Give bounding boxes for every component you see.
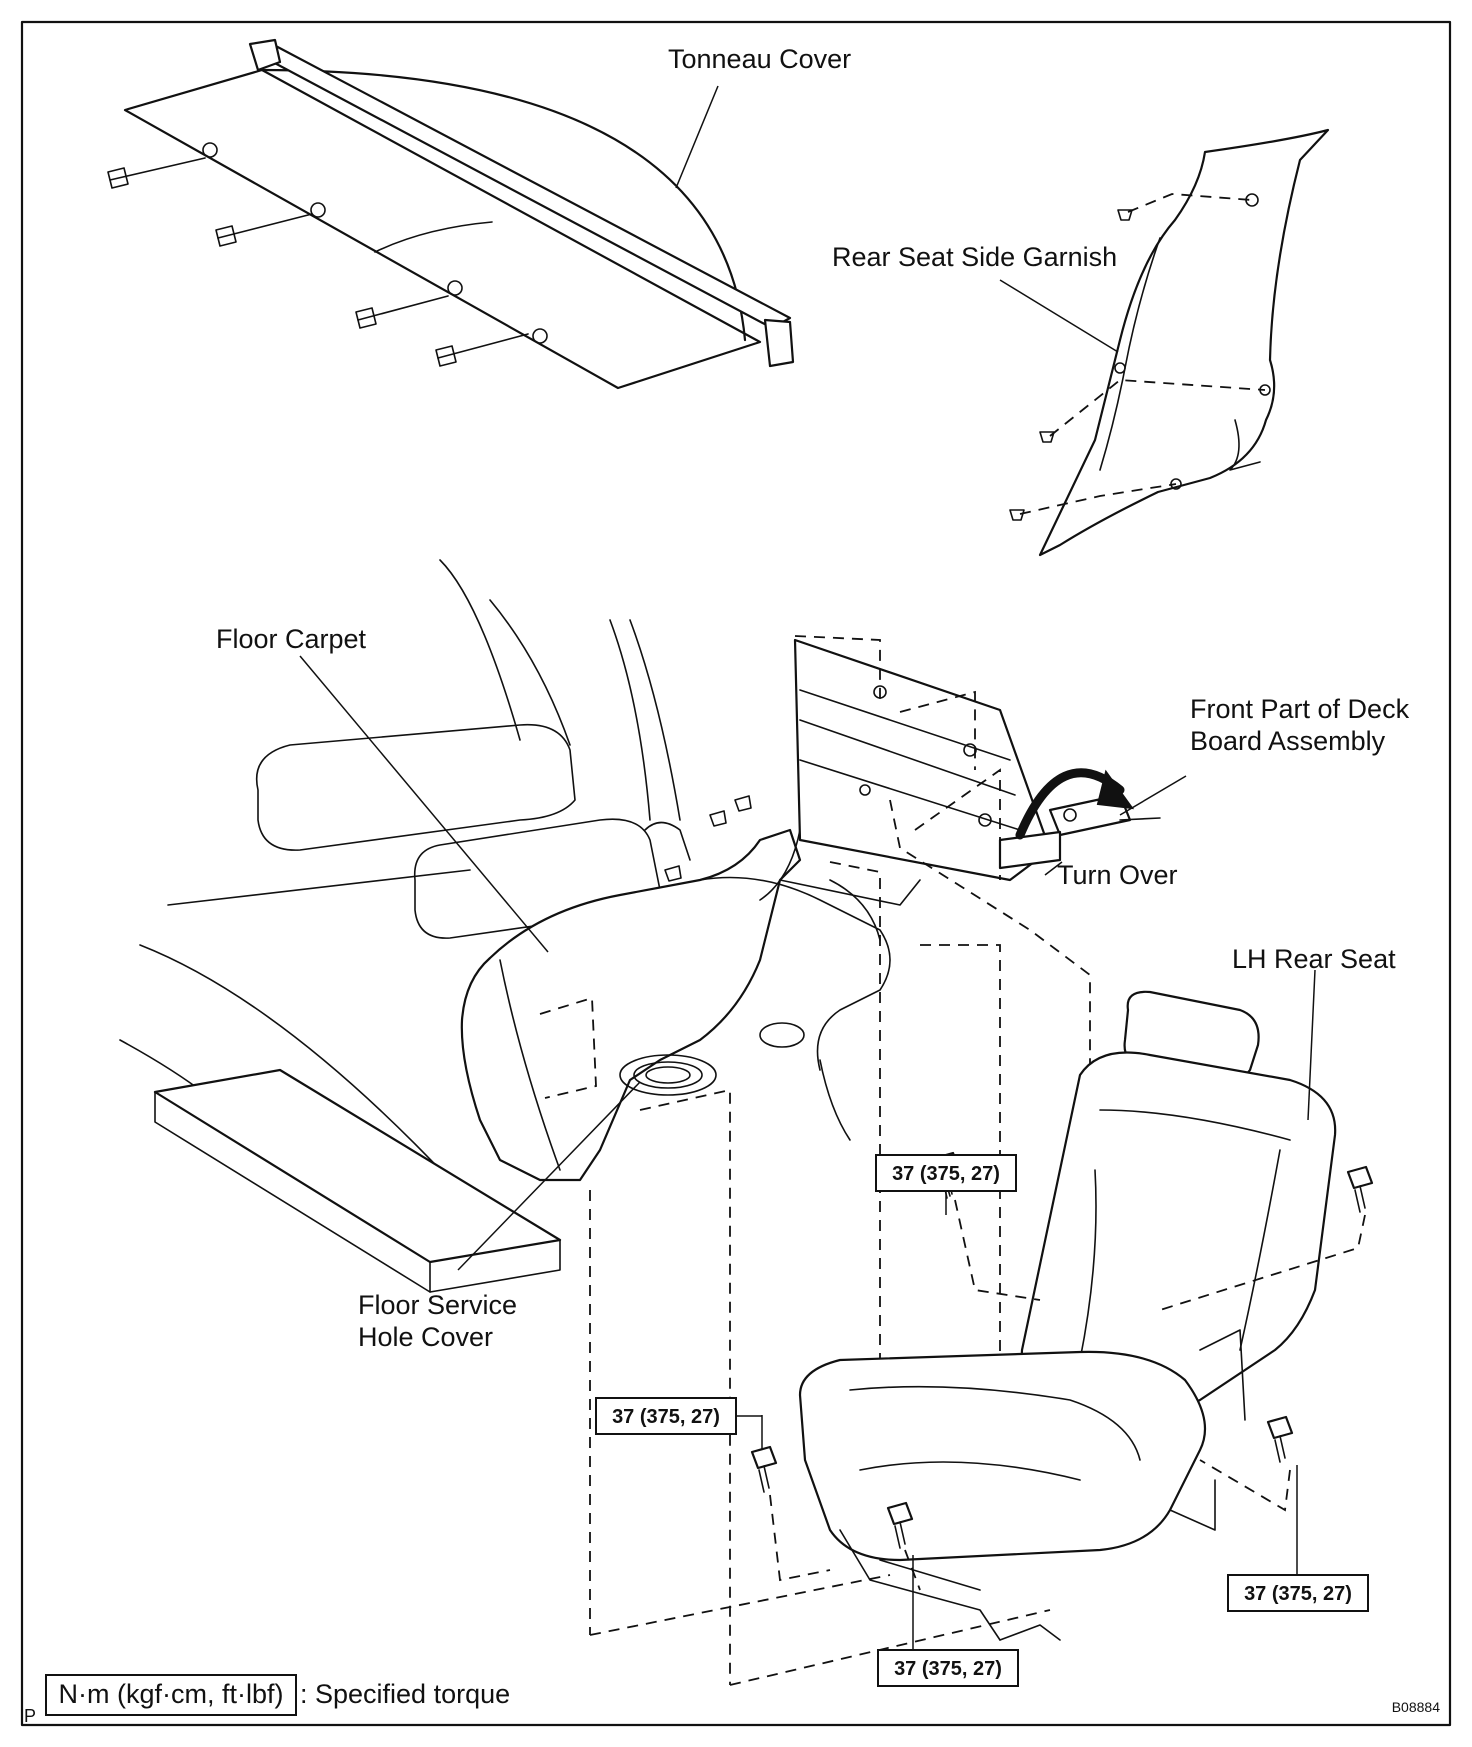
bolt-icon — [886, 1501, 914, 1549]
turn-over-leader — [1044, 861, 1063, 876]
corner-mark: P — [24, 1706, 36, 1726]
label-floor-service: Floor Service — [358, 1290, 517, 1320]
torque-value-4: 37 (375, 27) — [894, 1658, 1002, 1680]
tonneau-arc — [260, 68, 747, 342]
tonneau-leader — [675, 85, 719, 189]
lh-rear-seat-leader — [1307, 969, 1316, 1121]
bolt-icon — [1266, 1415, 1294, 1463]
tonneau-fold — [374, 221, 493, 253]
label-turn-over: Turn Over — [1057, 860, 1178, 890]
seat-cushion — [798, 1350, 1207, 1562]
bolt-icon — [1346, 1165, 1374, 1213]
garnish-leader — [999, 279, 1119, 353]
floor-carpet-leader — [299, 655, 549, 953]
service-hole-cover — [619, 1054, 717, 1096]
tonneau-cover-drawing — [107, 38, 795, 390]
vehicle-interior-drawing — [119, 559, 1187, 1686]
label-hole-cover: Hole Cover — [358, 1322, 493, 1352]
torque-value-3: 37 (375, 27) — [1244, 1583, 1352, 1605]
rear-seat-side-garnish-drawing — [999, 128, 1330, 557]
figure-code: B08884 — [1392, 1699, 1440, 1715]
label-floor-carpet: Floor Carpet — [216, 624, 367, 654]
torque-value-1: 37 (375, 27) — [892, 1163, 1000, 1185]
deck-board-leader — [1119, 775, 1187, 816]
torque-box-1 — [875, 1154, 1017, 1192]
legend-unit: N·m (kgf·cm, ft·lbf) — [59, 1679, 284, 1709]
legend-torque-box — [45, 1674, 297, 1716]
garnish-panel — [1038, 128, 1330, 557]
diagram-frame — [20, 20, 1452, 1727]
torque-value-2: 37 (375, 27) — [612, 1406, 720, 1428]
tonneau-rod-end-left — [248, 38, 282, 72]
tonneau-rod-end-right — [763, 318, 795, 368]
bolt-icon — [750, 1445, 778, 1493]
torque-box-4 — [877, 1649, 1019, 1687]
front-seat-cushion — [256, 723, 576, 851]
legend-text: : Specified torque — [300, 1679, 510, 1709]
label-board-assembly: Board Assembly — [1190, 726, 1386, 756]
lh-rear-seat-drawing — [750, 969, 1374, 1650]
label-tonneau-cover: Tonneau Cover — [668, 44, 851, 74]
label-front-part-of-deck: Front Part of Deck — [1190, 694, 1410, 724]
floor-carpet-shape — [460, 828, 802, 1182]
label-rear-seat-side-garnish: Rear Seat Side Garnish — [832, 242, 1117, 272]
service-hole-leader — [457, 1081, 641, 1271]
torque-box-3 — [1227, 1574, 1369, 1612]
label-lh-rear-seat: LH Rear Seat — [1232, 944, 1396, 974]
